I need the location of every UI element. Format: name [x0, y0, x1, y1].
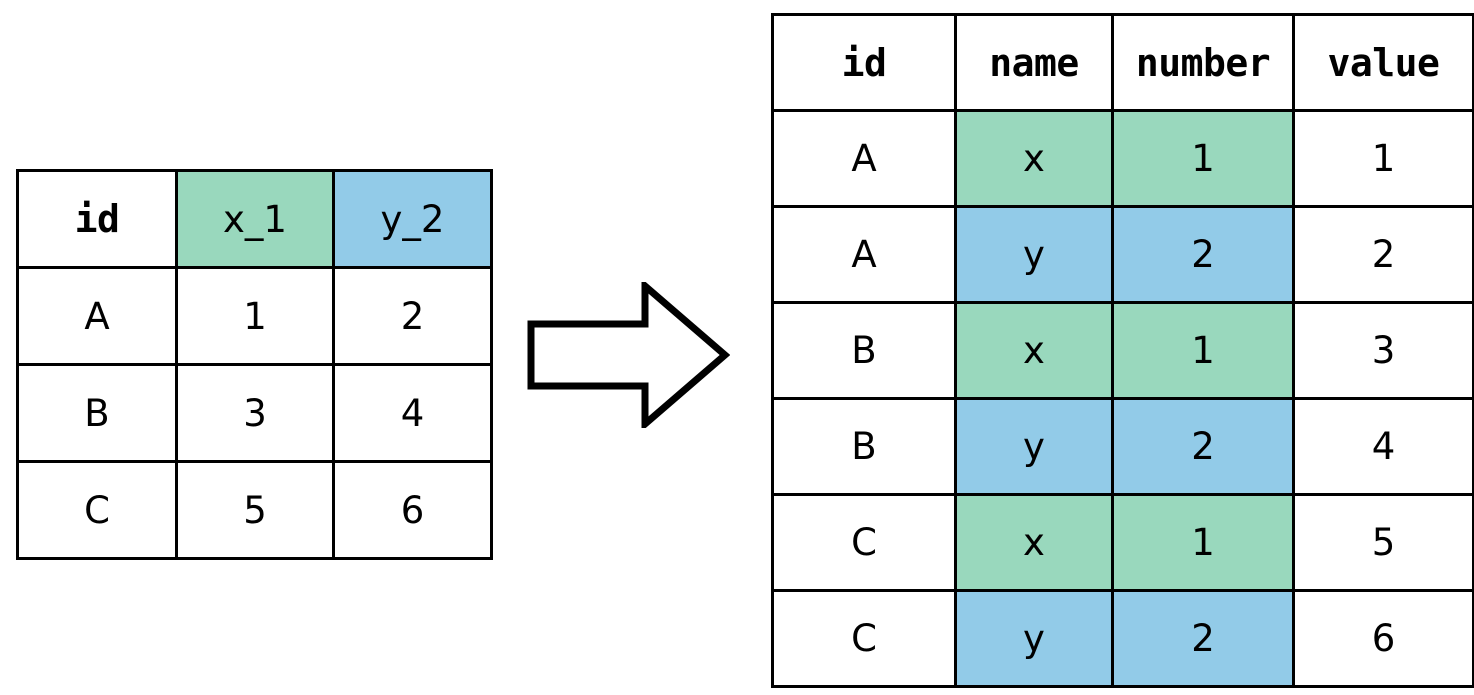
long-header-name: name: [954, 13, 1114, 112]
table-row: B x 1 3: [771, 301, 1474, 400]
long-cell-name: x: [954, 301, 1114, 400]
long-cell-name: x: [954, 493, 1114, 592]
long-cell-value: 4: [1292, 397, 1474, 496]
long-cell-value: 5: [1292, 493, 1474, 592]
table-header-row: id x_1 y_2: [16, 169, 493, 269]
wide-cell-id: B: [16, 363, 178, 463]
long-cell-value: 2: [1292, 205, 1474, 304]
long-cell-number: 2: [1111, 205, 1295, 304]
table-header-row: id name number value: [771, 13, 1474, 112]
table-row: A x 1 1: [771, 109, 1474, 208]
long-cell-id: C: [771, 589, 957, 688]
long-cell-name: y: [954, 205, 1114, 304]
wide-cell-id: C: [16, 460, 178, 560]
long-cell-id: C: [771, 493, 957, 592]
wide-cell-id: A: [16, 266, 178, 366]
long-cell-id: B: [771, 397, 957, 496]
table-row: B y 2 4: [771, 397, 1474, 496]
wide-cell-x1: 5: [175, 460, 335, 560]
long-cell-number: 2: [1111, 397, 1295, 496]
table-row: A y 2 2: [771, 205, 1474, 304]
long-header-id: id: [771, 13, 957, 112]
table-row: B 3 4: [16, 363, 493, 463]
long-cell-id: A: [771, 205, 957, 304]
table-row: C y 2 6: [771, 589, 1474, 688]
wide-cell-y2: 4: [332, 363, 493, 463]
long-cell-number: 1: [1111, 493, 1295, 592]
wide-source-table: id x_1 y_2 A 1 2 B 3 4 C 5 6: [16, 169, 493, 560]
right-arrow-icon: [527, 282, 730, 428]
wide-header-y2: y_2: [332, 169, 493, 269]
long-header-number: number: [1111, 13, 1295, 112]
long-cell-value: 6: [1292, 589, 1474, 688]
long-cell-value: 3: [1292, 301, 1474, 400]
table-row: A 1 2: [16, 266, 493, 366]
long-cell-name: y: [954, 589, 1114, 688]
long-header-value: value: [1292, 13, 1474, 112]
wide-cell-y2: 2: [332, 266, 493, 366]
long-cell-number: 1: [1111, 109, 1295, 208]
long-result-table: id name number value A x 1 1 A y 2 2 B x…: [771, 13, 1474, 688]
table-row: C x 1 5: [771, 493, 1474, 592]
long-cell-name: x: [954, 109, 1114, 208]
long-cell-value: 1: [1292, 109, 1474, 208]
long-cell-id: A: [771, 109, 957, 208]
wide-header-id: id: [16, 169, 178, 269]
table-row: C 5 6: [16, 460, 493, 560]
long-cell-name: y: [954, 397, 1114, 496]
long-cell-number: 1: [1111, 301, 1295, 400]
long-cell-id: B: [771, 301, 957, 400]
wide-cell-y2: 6: [332, 460, 493, 560]
long-cell-number: 2: [1111, 589, 1295, 688]
wide-cell-x1: 1: [175, 266, 335, 366]
wide-cell-x1: 3: [175, 363, 335, 463]
wide-header-x1: x_1: [175, 169, 335, 269]
